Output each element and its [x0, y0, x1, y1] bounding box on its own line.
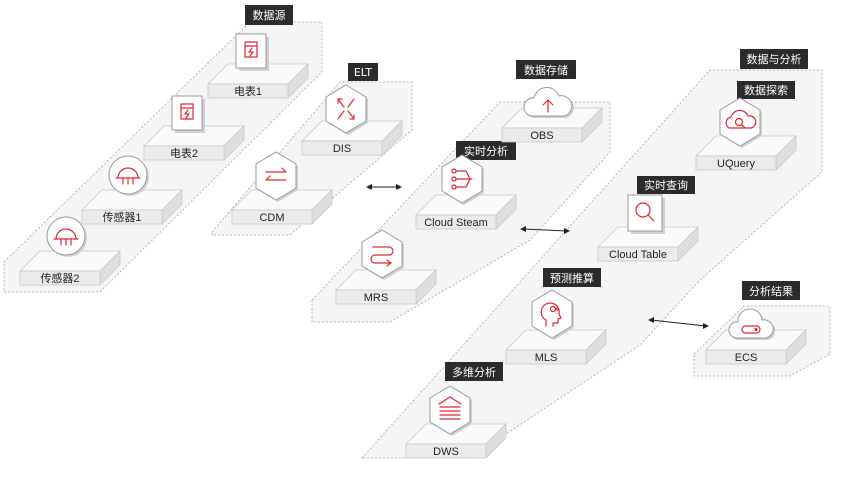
- sensor-icon: [46, 216, 87, 257]
- node-label: 电表1: [234, 84, 262, 98]
- node-dis[interactable]: DIS: [301, 84, 403, 156]
- meter-icon: [171, 95, 205, 133]
- node-mls[interactable]: MLS: [505, 289, 607, 365]
- meter-icon: [235, 33, 269, 71]
- node-label: CDM: [259, 212, 284, 224]
- group-label-explore: 数据探索: [737, 81, 795, 99]
- node-label: OBS: [530, 130, 553, 142]
- warehouse-icon: [429, 385, 472, 436]
- arrow-mls-ecs: [648, 317, 709, 329]
- node-meter2[interactable]: 电表2: [143, 95, 245, 161]
- zones: [3, 21, 831, 459]
- group-label-result: 分析结果: [742, 281, 800, 300]
- node-label: MRS: [364, 292, 388, 304]
- node-label: Cloud Table: [609, 249, 667, 261]
- svg-text:数据探索: 数据探索: [744, 83, 788, 97]
- uquery-icon: [719, 97, 762, 148]
- svg-text:数据源: 数据源: [253, 8, 286, 22]
- mrs-icon: [361, 229, 404, 280]
- arrow-cdm-cloudsteam: [366, 184, 402, 190]
- svg-text:数据与分析: 数据与分析: [747, 52, 802, 66]
- node-dws[interactable]: DWS: [405, 385, 507, 459]
- node-mrs[interactable]: MRS: [335, 229, 437, 305]
- group-label-elt: ELT: [348, 63, 378, 81]
- node-label: Cloud Steam: [424, 217, 488, 229]
- stream-icon: [441, 154, 484, 205]
- group-label-analysis: 数据与分析: [740, 49, 808, 69]
- node-label: 电表2: [170, 146, 198, 160]
- node-label: ECS: [735, 352, 758, 364]
- svg-text:实时查询: 实时查询: [644, 178, 688, 192]
- group-label-realtime-query: 实时查询: [637, 176, 695, 194]
- group-label-data-source: 数据源: [245, 5, 293, 25]
- node-sensor1[interactable]: 传感器1: [81, 155, 183, 225]
- ecs-cloud-icon: [728, 308, 776, 340]
- group-label-multi-dim: 多维分析: [445, 362, 503, 381]
- node-obs[interactable]: OBS: [501, 86, 603, 143]
- node-label: 传感器1: [102, 211, 141, 224]
- cdm-icon: [255, 151, 298, 202]
- svg-text:ELT: ELT: [354, 66, 373, 79]
- node-uquery[interactable]: UQuery: [695, 97, 797, 171]
- node-label: DWS: [433, 446, 459, 458]
- svg-text:预测推算: 预测推算: [550, 271, 594, 285]
- node-label: MLS: [535, 352, 558, 364]
- group-label-predict: 预测推算: [543, 268, 601, 287]
- svg-text:实时分析: 实时分析: [464, 144, 508, 158]
- node-cdm[interactable]: CDM: [231, 151, 333, 225]
- node-label: DIS: [333, 143, 351, 155]
- svg-text:多维分析: 多维分析: [452, 365, 496, 379]
- connectors: [366, 184, 709, 329]
- arrow-cloudsteam-cloudtable: [520, 226, 570, 234]
- search-table-icon: [627, 194, 665, 234]
- node-cloud-table[interactable]: Cloud Table: [597, 194, 699, 262]
- node-meter1[interactable]: 电表1: [207, 33, 309, 99]
- group-label-storage: 数据存储: [516, 60, 576, 79]
- sensor-icon: [108, 155, 149, 196]
- svg-text:分析结果: 分析结果: [749, 284, 793, 298]
- node-label: UQuery: [717, 158, 755, 170]
- node-ecs[interactable]: ECS: [705, 308, 807, 365]
- group-label-realtime-analysis: 实时分析: [456, 141, 516, 160]
- node-cloud-steam[interactable]: Cloud Steam: [415, 154, 517, 230]
- node-sensor2[interactable]: 传感器2: [19, 216, 121, 286]
- cloud-upload-icon: [523, 86, 574, 118]
- svg-text:数据存储: 数据存储: [524, 63, 568, 77]
- ml-head-icon: [531, 289, 574, 340]
- dis-icon: [325, 84, 368, 135]
- node-label: 传感器2: [40, 272, 79, 285]
